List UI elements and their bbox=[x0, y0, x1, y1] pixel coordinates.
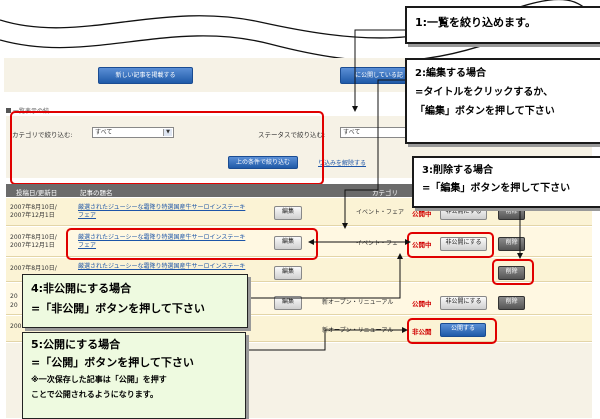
callout-2-line1: 2:編集する場合 bbox=[415, 68, 486, 79]
unpublish-button[interactable]: 非公開にする bbox=[440, 237, 487, 251]
status-badge: 公開中 bbox=[412, 300, 432, 308]
edit-button[interactable]: 編集 bbox=[274, 206, 302, 220]
header-category: カテゴリ bbox=[372, 189, 398, 197]
callout-5-note1: ※一次保存した記事は「公開」を押す bbox=[31, 375, 167, 384]
edit-button[interactable]: 編集 bbox=[274, 236, 302, 250]
callout-1: 1:一覧を絞り込めます。 bbox=[405, 6, 600, 44]
delete-button[interactable]: 削除 bbox=[498, 237, 525, 251]
callout-3-line1: 3:削除する場合 bbox=[422, 165, 493, 176]
status-badge: 公開中 bbox=[412, 210, 432, 218]
row-title-link[interactable]: 厳選されたジューシーな霜降り特選国産牛サーロインステーキ bbox=[78, 263, 246, 270]
callout-2: 2:編集する場合 =タイトルをクリックするか、 「編集」ボタンを押して下さい bbox=[405, 58, 600, 144]
status-badge: 非公開 bbox=[412, 328, 432, 336]
highlight-delete bbox=[492, 259, 534, 285]
category-select[interactable]: すべて▼ bbox=[92, 127, 174, 138]
callout-2-line3: 「編集」ボタンを押して下さい bbox=[415, 106, 555, 117]
row-updated-date: 20 bbox=[10, 302, 18, 309]
highlight-unpublish bbox=[407, 232, 494, 258]
callout-3: 3:削除する場合 =「編集」ボタンを押して下さい bbox=[412, 156, 600, 208]
row-title-link[interactable]: 厳選されたジューシーな霜降り特選国産牛サーロインステーキ bbox=[78, 204, 246, 211]
chevron-down-icon: ▼ bbox=[163, 129, 172, 136]
row-posted-date: 20 bbox=[10, 293, 18, 300]
header-title: 記事の題名 bbox=[80, 189, 113, 197]
header-date: 投稿日/更新日 bbox=[16, 189, 58, 197]
callout-2-line2: =タイトルをクリックするか、 bbox=[415, 87, 554, 98]
callout-5: 5:公開にする場合 =「公開」ボタンを押して下さい ※一次保存した記事は「公開」… bbox=[22, 332, 246, 419]
row-category: イベント・フェ bbox=[356, 240, 399, 247]
row-updated-date: 2007年12月1日 bbox=[10, 212, 55, 219]
row-title-link-cont[interactable]: フェア bbox=[78, 242, 97, 249]
new-article-button[interactable]: 新しい記事を掲載する bbox=[98, 67, 193, 84]
status-label: ステータスで絞り込む: bbox=[258, 131, 326, 139]
publish-button[interactable]: 公開する bbox=[440, 323, 486, 337]
row-category: イベント・フェア bbox=[356, 209, 405, 216]
callout-3-line2: =「編集」ボタンを押して下さい bbox=[422, 183, 571, 194]
callout-1-text: 1:一覧を絞り込めます。 bbox=[415, 16, 536, 29]
delete-button[interactable]: 削除 bbox=[498, 266, 525, 280]
edit-button[interactable]: 編集 bbox=[274, 266, 302, 280]
callout-5-line2: =「公開」ボタンを押して下さい bbox=[31, 356, 194, 369]
row-category: 新オープン・リニューアル bbox=[322, 299, 394, 306]
unpublish-button[interactable]: 非公開にする bbox=[440, 296, 487, 310]
row-title-link-cont[interactable]: フェア bbox=[78, 212, 97, 219]
callout-5-note2: ことで公開されるようになります。 bbox=[31, 390, 158, 399]
clear-filter-link[interactable]: り込みを解除する bbox=[318, 160, 367, 167]
callout-5-line1: 5:公開にする場合 bbox=[31, 338, 121, 351]
category-label: カテゴリで絞り込む: bbox=[12, 131, 73, 139]
row-updated-date: 2007年12月1日 bbox=[10, 242, 55, 249]
apply-filter-button[interactable]: 上の条件で絞り込む bbox=[228, 156, 298, 169]
status-badge: 公開中 bbox=[412, 241, 432, 249]
highlight-publish bbox=[407, 318, 497, 344]
delete-button[interactable]: 削除 bbox=[498, 296, 525, 310]
row-posted-date: 2007年8月10日/ bbox=[10, 265, 57, 272]
row-posted-date: 2007年8月10日/ bbox=[10, 234, 57, 241]
callout-4-line2: =「非公開」ボタンを押して下さい bbox=[31, 302, 205, 315]
edit-button[interactable]: 編集 bbox=[274, 296, 302, 310]
row-posted-date: 2007年8月10日/ bbox=[10, 204, 57, 211]
callout-4-line1: 4:非公開にする場合 bbox=[31, 282, 132, 295]
highlight-edit-area bbox=[66, 228, 318, 260]
callout-4: 4:非公開にする場合 =「非公開」ボタンを押して下さい bbox=[22, 274, 248, 328]
row-title-link[interactable]: 厳選されたジューシーな霜降り特選国産牛サーロインステーキ bbox=[78, 234, 246, 241]
heading-bullet-icon bbox=[6, 108, 11, 113]
